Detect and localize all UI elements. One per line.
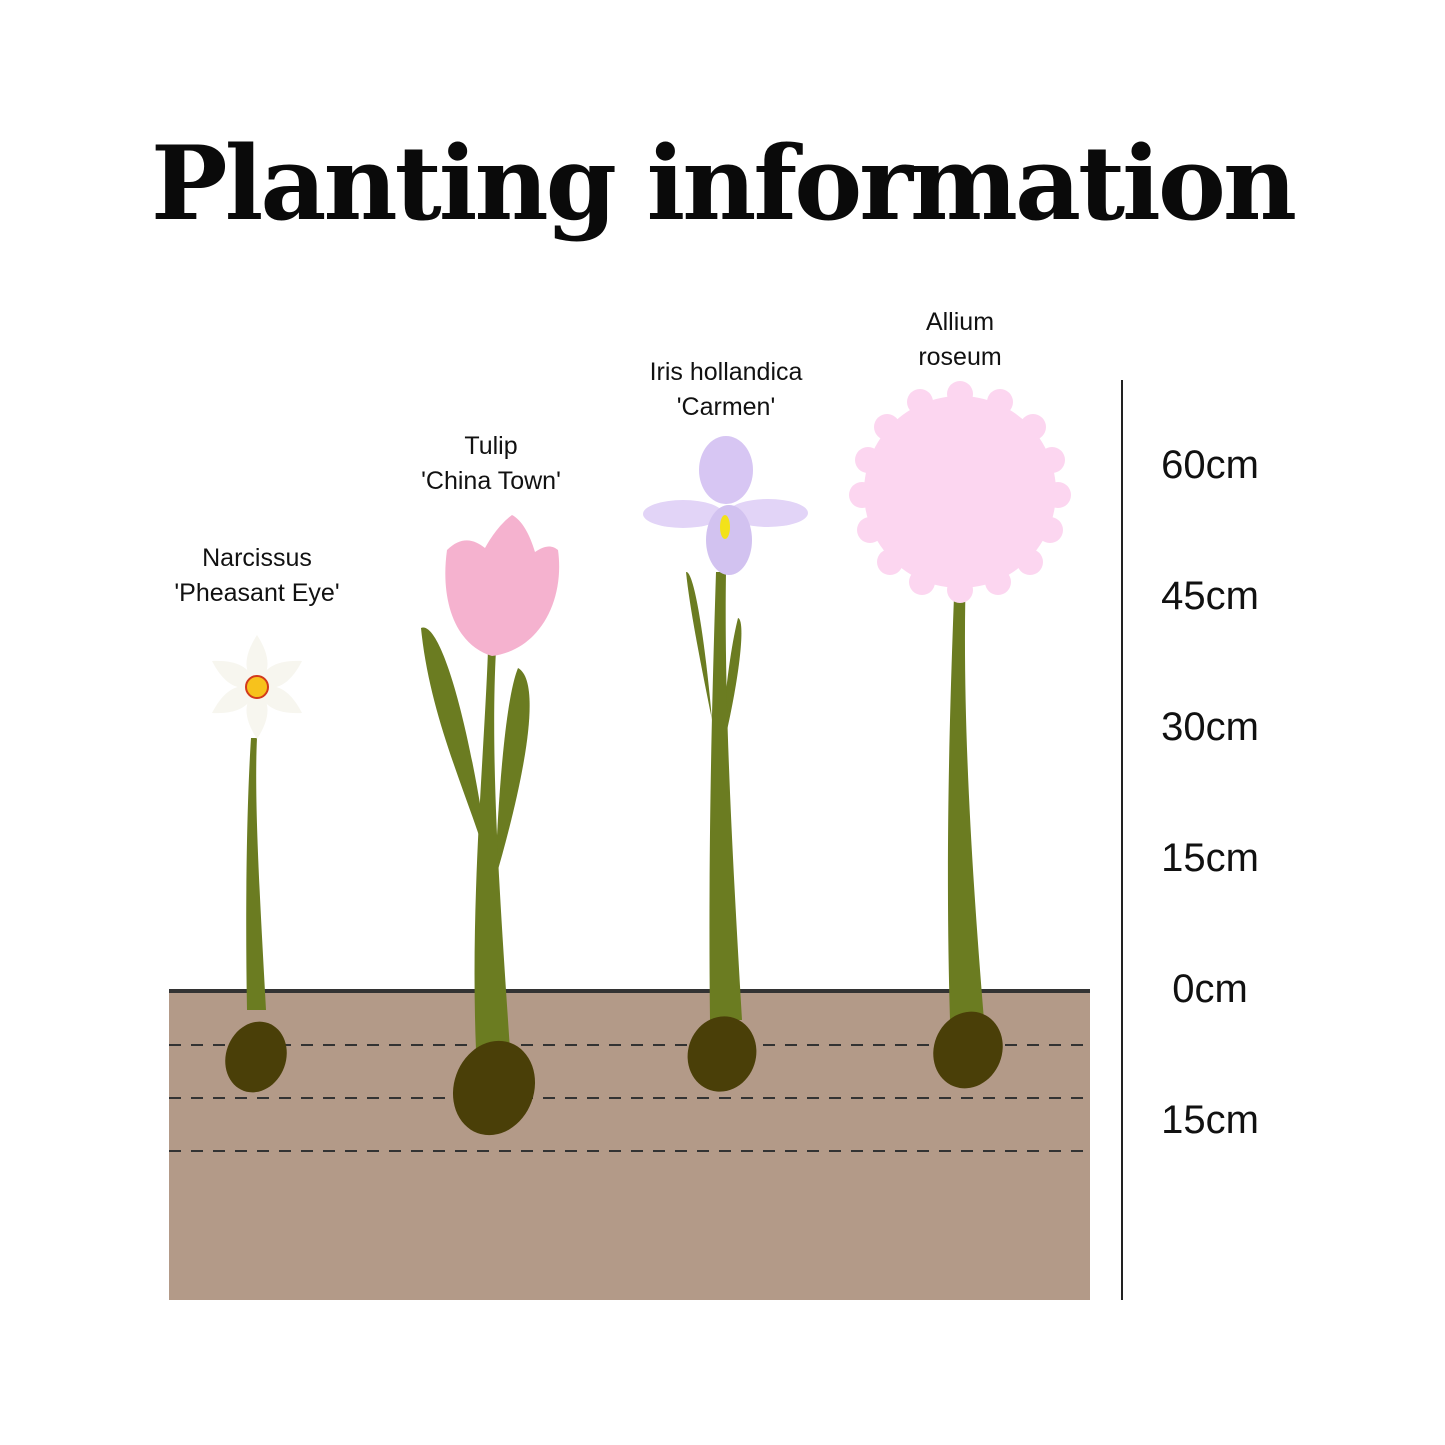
allium-plant [849,381,1071,1089]
tulip-plant [421,515,560,1136]
plant-name: Narcissus [202,544,312,572]
plant-name: Allium [925,308,995,336]
allium-flower [849,381,1071,603]
tulip-leaf-left [421,627,490,870]
scale-label-15: 15cm [1161,836,1259,880]
narcissus-stem [246,738,266,1010]
tulip-bulb [452,1040,536,1136]
narcissus-flower [211,635,303,739]
plant-cultivar: 'China Town' [421,467,561,495]
plant-cultivar: 'Carmen' [676,393,776,421]
plant-cultivar: roseum [918,343,1002,371]
iris-leaf-left [686,571,712,720]
page-title: Planting information [150,124,1297,244]
plant-label-allium: Allium roseum [830,305,1090,375]
tulip-stem [474,650,510,1050]
narcissus-bulb [225,1021,287,1093]
plant-label-iris: Iris hollandica 'Carmen' [596,355,856,425]
plant-cultivar: 'Pheasant Eye' [174,579,340,607]
scale-label-45: 45cm [1161,574,1259,618]
iris-bulb [687,1016,757,1092]
scale-label-30: 30cm [1161,705,1259,749]
allium-stem [947,570,984,1020]
iris-center [720,515,730,539]
plant-label-tulip: Tulip 'China Town' [361,429,621,499]
iris-flower [643,436,808,575]
scale-label-0: 0cm [1172,967,1248,1011]
plant-label-narcissus: Narcissus 'Pheasant Eye' [127,541,387,611]
iris-plant [643,436,808,1092]
tulip-leaf-right [495,668,530,880]
scale-label-60: 60cm [1161,443,1259,487]
iris-stem [709,572,742,1020]
narcissus-center [245,675,269,699]
tulip-flower [445,515,560,656]
allium-bulb [933,1011,1003,1089]
plant-name: Iris hollandica [649,358,803,386]
scale-label-depth-15: 15cm [1161,1098,1259,1142]
plant-name: Tulip [464,432,518,460]
narcissus-plant [211,635,303,1093]
